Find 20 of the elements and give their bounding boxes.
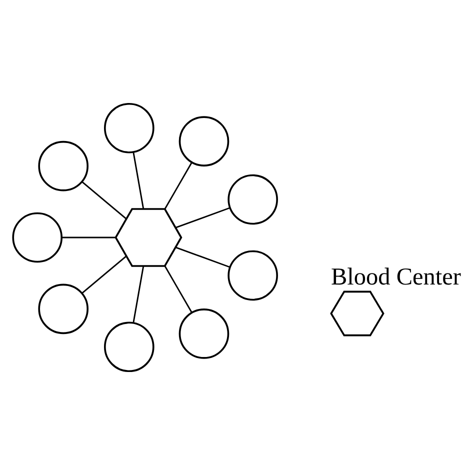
connector (176, 246, 230, 268)
node-circle (12, 212, 63, 262)
connector (82, 255, 127, 293)
connector (82, 181, 127, 219)
node-circle (104, 321, 154, 372)
node-circle (178, 308, 230, 358)
node-circle (228, 250, 278, 300)
connector (164, 266, 192, 312)
node-circle (38, 283, 88, 334)
node-circle (38, 140, 88, 191)
node-circle (104, 102, 154, 153)
connector (176, 206, 230, 228)
node-circle (228, 174, 278, 224)
legend-label: Blood Center (331, 262, 462, 290)
connector (132, 152, 144, 208)
connector (164, 162, 192, 208)
node-circle (178, 116, 230, 166)
connector (62, 236, 116, 238)
node-hexagon (114, 208, 182, 266)
connector (132, 266, 144, 322)
